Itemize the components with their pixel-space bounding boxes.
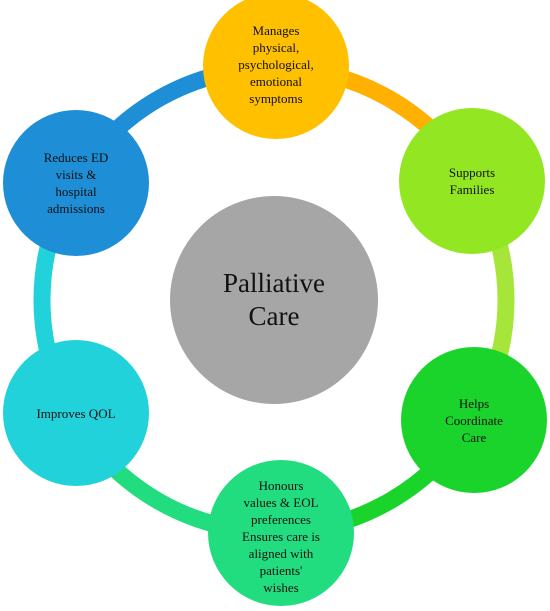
node-label-line: emotional <box>250 73 302 89</box>
node-label-line: wishes <box>263 579 299 595</box>
node-label-line: Manages <box>252 22 300 38</box>
node-circle-ed <box>3 110 149 256</box>
node-circle-families <box>399 108 545 254</box>
center-label-line: Palliative <box>223 268 325 298</box>
node-label-line: Ensures care is <box>242 528 320 544</box>
node-label-line: preferences <box>251 511 311 527</box>
outer-nodes <box>3 0 547 606</box>
node-circle-coordinate <box>401 347 547 493</box>
node-circle-symptoms <box>203 0 349 139</box>
node-label-line: Honours <box>258 477 304 493</box>
node-label-line: aligned with <box>248 545 314 561</box>
center-label-line: Care <box>248 301 300 331</box>
node-label-line: Supports <box>448 165 496 180</box>
node-label-line: visits & <box>55 167 97 182</box>
node-label-line: hospital <box>55 184 97 199</box>
node-label-line: Helps <box>458 395 490 411</box>
node-label-line: physical, <box>252 39 300 55</box>
node-circle-qol <box>3 340 149 486</box>
node-label-line: admissions <box>47 201 105 216</box>
node-label-line: psychological, <box>238 56 314 72</box>
node-label-line: Care <box>461 429 487 445</box>
node-label-line: patients' <box>259 562 303 578</box>
node-label-line: symptoms <box>249 90 303 106</box>
center-circle <box>170 196 378 404</box>
node-label-line: Families <box>449 182 495 197</box>
node-label-qol: Improves QOL <box>6 383 146 443</box>
node-label-line: values & EOL <box>243 494 319 510</box>
node-circle-values <box>208 460 354 606</box>
node-label-ed: Reduces ED visits & hospital admissions <box>6 140 146 226</box>
node-label-line: Reduces ED <box>43 150 109 165</box>
node-label-line: Improves QOL <box>36 405 116 421</box>
center-label: Palliative Care <box>174 250 374 350</box>
node-label-line: Coordinate <box>445 412 503 428</box>
